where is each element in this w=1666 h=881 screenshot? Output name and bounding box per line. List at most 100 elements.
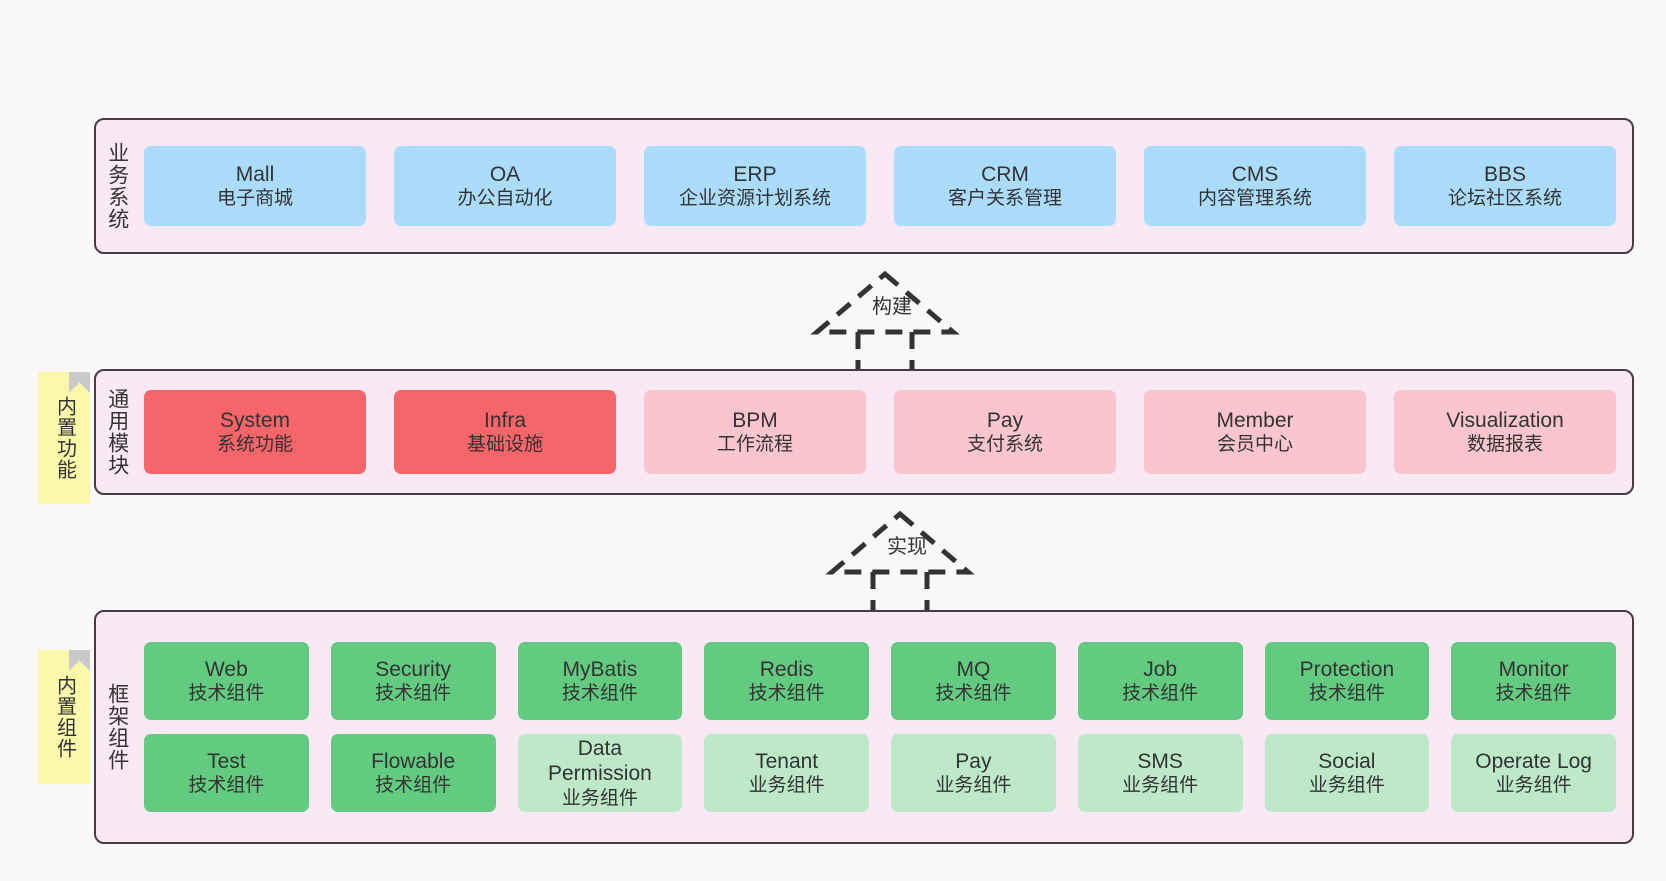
card-subtitle: 技术组件 (1122, 683, 1199, 705)
card-title: Visualization (1446, 408, 1564, 432)
card-subtitle: 系统功能 (216, 434, 293, 456)
card-title: System (219, 408, 290, 432)
card-title: Redis (759, 657, 814, 681)
card-subtitle: 工作流程 (716, 434, 793, 456)
card-title: BBS (1483, 162, 1527, 186)
note-builtin-component: 内置组件 (38, 650, 90, 784)
card-redis[interactable]: Redis 技术组件 (704, 642, 869, 720)
build-arrow (805, 270, 965, 370)
card-title: Member (1216, 408, 1294, 432)
card-title: Operate Log (1475, 749, 1592, 773)
card-subtitle: 论坛社区系统 (1447, 188, 1562, 210)
card-sms[interactable]: SMS 业务组件 (1077, 734, 1243, 812)
card-title: Tenant (755, 749, 819, 773)
note-text: 内置组件 (53, 675, 76, 759)
card-bpm[interactable]: BPM 工作流程 (644, 390, 866, 474)
card-title: Test (207, 749, 246, 773)
card-title: Pay (986, 408, 1024, 432)
card-title: SMS (1137, 749, 1183, 773)
card-title: Data Permission (547, 736, 652, 786)
card-title: Web (204, 657, 248, 681)
card-web[interactable]: Web 技术组件 (144, 642, 309, 720)
card-title: ERP (733, 162, 777, 186)
card-title: CRM (981, 162, 1029, 186)
implement-arrow-label: 实现 (887, 536, 927, 558)
card-row: Test 技术组件 Flowable 技术组件 Data Permission … (144, 734, 1616, 812)
card-title: Job (1143, 657, 1178, 681)
implement-arrow-glyph (825, 510, 975, 610)
card-system[interactable]: System 系统功能 (144, 390, 366, 474)
card-social[interactable]: Social 业务组件 (1264, 734, 1430, 812)
note-fold-icon (69, 650, 90, 671)
card-title: OA (489, 162, 521, 186)
layer-label-common-module: 通用模块 (105, 388, 129, 476)
card-title: MyBatis (562, 657, 638, 681)
card-subtitle: 内容管理系统 (1197, 188, 1312, 210)
card-subtitle: 支付系统 (966, 434, 1043, 456)
card-infra[interactable]: Infra 基础设施 (394, 390, 616, 474)
card-title: Infra (483, 408, 527, 432)
card-mybatis[interactable]: MyBatis 技术组件 (517, 642, 683, 720)
card-subtitle: 技术组件 (375, 775, 452, 797)
layer-business-system: 业务系统 Mall 电子商城 OA 办公自动化 ERP 企业资源计划系统 CRM… (94, 118, 1634, 254)
card-title: Security (375, 657, 452, 681)
card-oa[interactable]: OA 办公自动化 (394, 146, 616, 226)
card-subtitle: 业务组件 (1122, 775, 1199, 797)
card-subtitle: 业务组件 (1308, 775, 1385, 797)
card-monitor[interactable]: Monitor 技术组件 (1451, 642, 1616, 720)
card-job[interactable]: Job 技术组件 (1077, 642, 1243, 720)
card-title: Mall (235, 162, 275, 186)
card-subtitle: 技术组件 (935, 683, 1012, 705)
card-title: BPM (732, 408, 778, 432)
card-test[interactable]: Test 技术组件 (144, 734, 309, 812)
card-mall[interactable]: Mall 电子商城 (144, 146, 366, 226)
card-title: Social (1318, 749, 1376, 773)
note-builtin-feature: 内置功能 (38, 372, 90, 504)
note-fold-icon (69, 372, 90, 393)
card-subtitle: 业务组件 (561, 788, 638, 810)
layer-body-framework-component: Web 技术组件 Security 技术组件 MyBatis 技术组件 Redi… (138, 612, 1632, 842)
card-mq[interactable]: MQ 技术组件 (891, 642, 1056, 720)
card-cms[interactable]: CMS 内容管理系统 (1144, 146, 1366, 226)
card-subtitle: 会员中心 (1216, 434, 1293, 456)
card-subtitle: 电子商城 (216, 188, 293, 210)
layer-common-module: 通用模块 System 系统功能 Infra 基础设施 BPM 工作流程 Pay… (94, 369, 1634, 495)
card-row: Web 技术组件 Security 技术组件 MyBatis 技术组件 Redi… (144, 642, 1616, 720)
card-flowable[interactable]: Flowable 技术组件 (330, 734, 496, 812)
card-title: Pay (955, 749, 992, 773)
layer-label-framework-component: 框架组件 (105, 683, 129, 771)
card-bbs[interactable]: BBS 论坛社区系统 (1394, 146, 1616, 226)
layer-body-business-system: Mall 电子商城 OA 办公自动化 ERP 企业资源计划系统 CRM 客户关系… (138, 120, 1632, 252)
card-row: Mall 电子商城 OA 办公自动化 ERP 企业资源计划系统 CRM 客户关系… (144, 146, 1616, 226)
card-subtitle: 办公自动化 (457, 188, 553, 210)
card-title: MQ (956, 657, 991, 681)
card-subtitle: 技术组件 (1308, 683, 1385, 705)
card-protection[interactable]: Protection 技术组件 (1264, 642, 1430, 720)
card-subtitle: 技术组件 (375, 683, 452, 705)
card-crm[interactable]: CRM 客户关系管理 (894, 146, 1116, 226)
card-title: Flowable (371, 749, 456, 773)
card-subtitle: 技术组件 (561, 683, 638, 705)
card-title: Protection (1299, 657, 1395, 681)
card-subtitle: 技术组件 (748, 683, 825, 705)
card-security[interactable]: Security 技术组件 (330, 642, 496, 720)
card-operate-log[interactable]: Operate Log 业务组件 (1451, 734, 1616, 812)
build-arrow-glyph (810, 270, 960, 370)
note-text: 内置功能 (53, 396, 76, 480)
card-subtitle: 技术组件 (1495, 683, 1572, 705)
card-data-permission[interactable]: Data Permission 业务组件 (517, 734, 683, 812)
card-subtitle: 客户关系管理 (947, 188, 1062, 210)
card-member[interactable]: Member 会员中心 (1144, 390, 1366, 474)
card-subtitle: 技术组件 (188, 775, 265, 797)
card-pay[interactable]: Pay 支付系统 (894, 390, 1116, 474)
card-subtitle: 业务组件 (748, 775, 825, 797)
card-row: System 系统功能 Infra 基础设施 BPM 工作流程 Pay 支付系统… (144, 390, 1616, 474)
card-subtitle: 业务组件 (935, 775, 1012, 797)
card-visualization[interactable]: Visualization 数据报表 (1394, 390, 1616, 474)
card-subtitle: 技术组件 (188, 683, 265, 705)
card-erp[interactable]: ERP 企业资源计划系统 (644, 146, 866, 226)
card-pay-component[interactable]: Pay 业务组件 (891, 734, 1056, 812)
card-tenant[interactable]: Tenant 业务组件 (704, 734, 869, 812)
layer-body-common-module: System 系统功能 Infra 基础设施 BPM 工作流程 Pay 支付系统… (138, 371, 1632, 493)
